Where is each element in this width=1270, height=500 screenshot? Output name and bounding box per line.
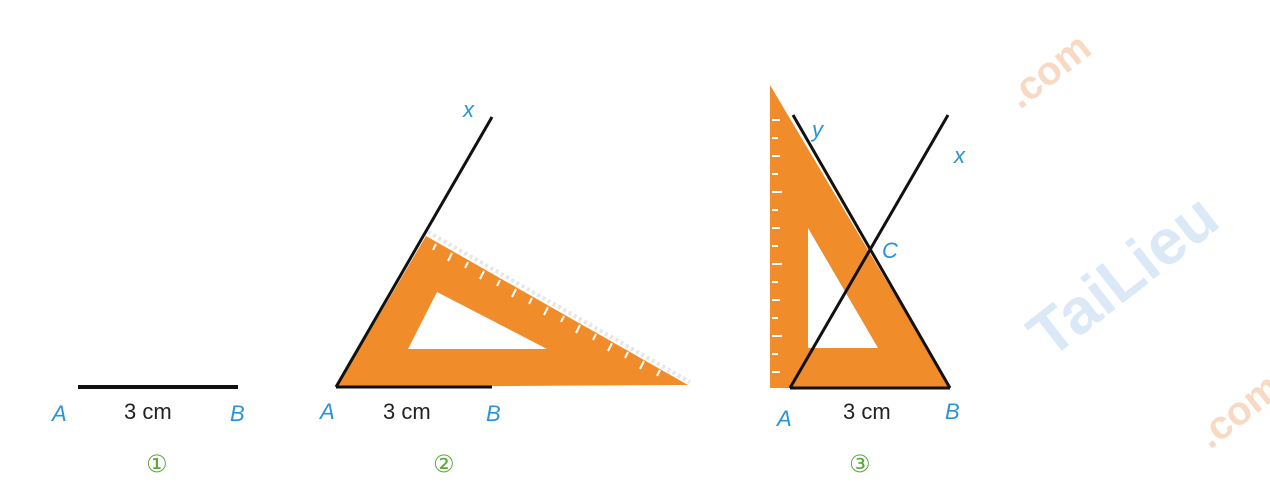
ray-x-label-2: x (462, 97, 475, 122)
watermark: TaiLieu .com .com (998, 25, 1270, 457)
ray-y-label-3: y (810, 117, 825, 142)
figure-3: y x C A B 3 cm ③ (770, 85, 966, 478)
ruler-ticks-3 (772, 119, 782, 373)
point-c-label-3: C (882, 238, 898, 263)
watermark-suffix-1: .com (998, 25, 1099, 117)
length-label-3: 3 cm (843, 399, 891, 424)
figure-1: A B 3 cm ① (50, 385, 245, 478)
watermark-brand: TaiLieu (1014, 179, 1231, 371)
point-a-label-2: A (318, 399, 335, 424)
figure-number-3: ③ (849, 450, 871, 478)
ruler-ticks-2 (432, 243, 661, 377)
point-a-label-3: A (775, 406, 792, 431)
ray-by-3 (791, 114, 952, 389)
watermark-suffix-2: .com (1188, 365, 1270, 457)
point-b-label-3: B (945, 399, 960, 424)
length-label-2: 3 cm (383, 399, 431, 424)
length-label-1: 3 cm (124, 399, 172, 424)
point-b-label-2: B (486, 401, 501, 426)
point-b-label-1: B (230, 401, 245, 426)
set-square-2 (337, 236, 688, 387)
figure-number-1: ① (146, 450, 168, 478)
figure-number-2: ② (433, 450, 455, 478)
point-a-label-1: A (50, 401, 67, 426)
ray-x-label-3: x (953, 143, 966, 168)
figure-2: x A B 3 cm ② (318, 97, 691, 478)
ray-ax-3 (788, 114, 950, 389)
ray-ax-2 (334, 116, 494, 388)
ruler-edge-2 (427, 230, 691, 384)
